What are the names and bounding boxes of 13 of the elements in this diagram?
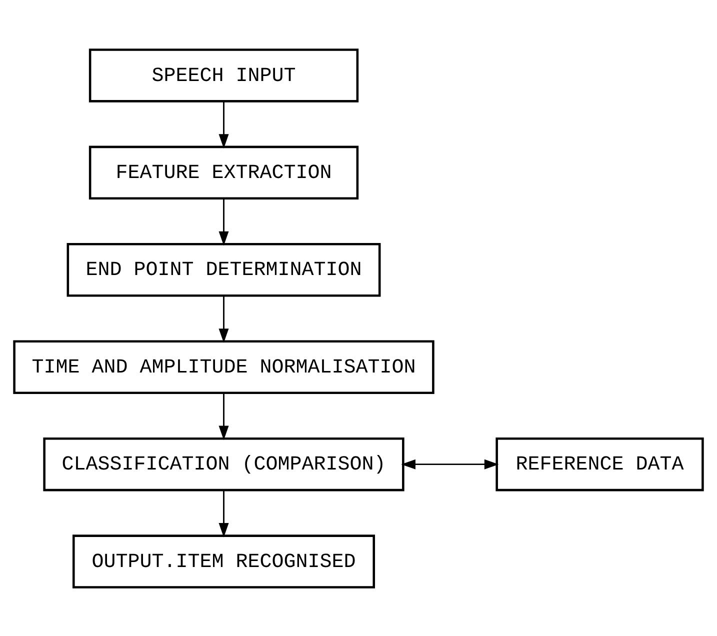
arrow: [218, 490, 229, 537]
node-box: REFERENCE DATA: [496, 436, 704, 491]
node-box: CLASSIFICATION (COMPARISON): [43, 436, 404, 491]
node-box: TIME AND AMPLITUDE NORMALISATION: [13, 340, 434, 394]
arrow: [218, 198, 229, 246]
node-box: FEATURE EXTRACTION: [88, 145, 359, 200]
arrow: [401, 458, 499, 469]
arrow: [218, 392, 229, 440]
node-box: OUTPUT.ITEM RECOGNISED: [72, 534, 376, 588]
node-box: SPEECH INPUT: [88, 48, 359, 102]
arrow: [218, 101, 229, 148]
node-box: END POINT DETERMINATION: [66, 242, 381, 296]
arrow: [218, 296, 229, 342]
